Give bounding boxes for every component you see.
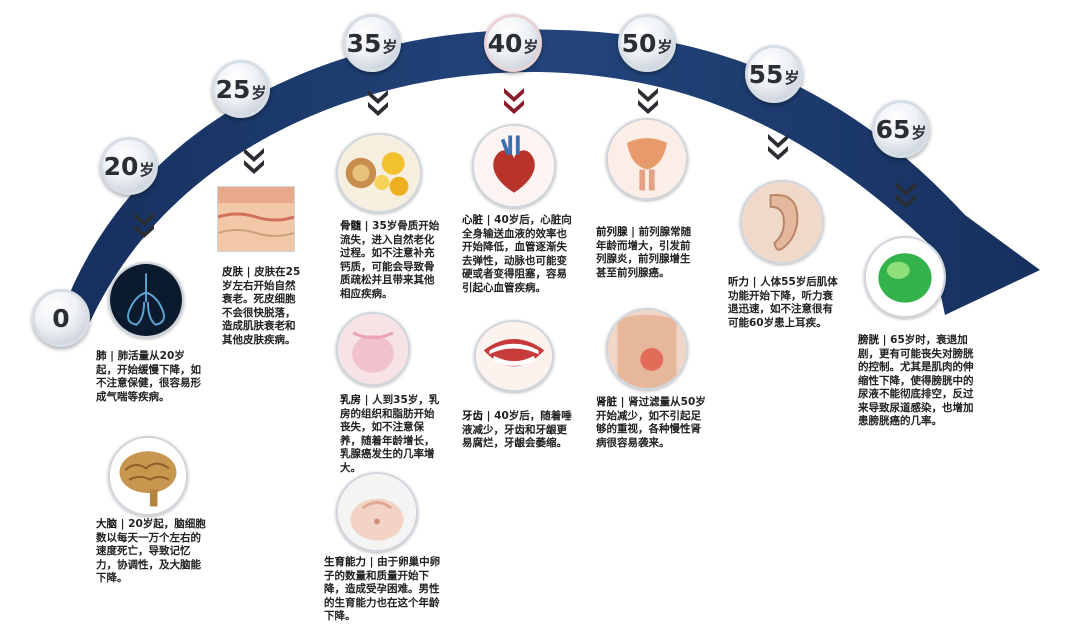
skin-description: 皮肤 | 皮肤在25岁左右开始自然衰老。死皮细胞不会很快脱落，造成肌肤衰老和其他… [222,266,301,346]
organ-name: 前列腺 [596,226,628,238]
organ-name: 大脑 [96,518,117,530]
kidney-description: 肾脏 | 肾过滤量从50岁开始减少，如不引起足够的重视，各种慢性肾病很容易袭来。 [596,396,706,449]
prostate-image [606,118,688,200]
organ-text: 20岁起，脑细胞数以每天一万个左右的速度死亡，导致记忆力，协调性，及大脑能下降。 [96,518,206,584]
age-unit: 岁 [251,83,267,102]
organ-text: 40岁后，随着唾液减少，牙齿和牙龈更易腐烂，牙龈会萎缩。 [462,410,572,449]
organ-name: 乳房 [340,394,361,406]
age-unit: 岁 [657,37,673,56]
organ-text: 皮肤在25岁左右开始自然衰老。死皮细胞不会很快脱落，造成肌肤衰老和其他皮肤疾病。 [222,266,301,346]
chevron-down-icon [504,88,524,114]
arc-band [60,29,1040,322]
age-number: 55 [748,59,784,89]
organ-text: 由于卵巢中卵子的数量和质量开始下降，造成受孕困难。男性的生育能力也在这个年龄下降… [324,556,441,622]
age-unit: 岁 [784,68,800,87]
age-number: 25 [215,74,251,104]
chevron-down-icon [244,148,264,174]
organ-name: 牙齿 [462,410,483,422]
brain-image [108,436,188,516]
lung-description: 肺 | 肺活量从20岁起，开始缓慢下降，如不注意保健，很容易形成气喘等疾病。 [96,350,201,403]
organ-text: 40岁后，心脏向全身输送血液的效率也开始降低，血管逐渐失去弹性，动脉也可能变硬或… [462,214,572,294]
organ-name: 皮肤 [222,266,243,278]
organ-text: 前列腺常随年龄而增大，引发前列腺炎，前列腺增生甚至前列腺癌。 [596,226,692,279]
bone-marrow-description: 骨髓 | 35岁骨质开始流失，进入自然老化过程。如不注意补充钙质，可能会导致骨质… [340,220,440,300]
fertility-description: 生育能力 | 由于卵巢中卵子的数量和质量开始下降，造成受孕困难。男性的生育能力也… [324,556,441,622]
chevron-down-icon [134,212,154,238]
organ-text: 人体55岁后肌体功能开始下降，听力衰退迅速，如不注意很有可能60岁患上耳疾。 [728,276,838,329]
fertility-image [336,472,418,552]
age-number: 40 [487,28,523,58]
teeth-description: 牙齿 | 40岁后，随着唾液减少，牙齿和牙龈更易腐烂，牙龈会萎缩。 [462,410,572,449]
age-number: 0 [52,303,70,333]
age-badge-0: 0 [32,289,90,347]
organ-name: 肺 [96,350,107,362]
bladder-image [864,236,946,318]
bone-marrow-image [336,133,422,213]
age-unit: 岁 [911,123,927,142]
breast-description: 乳房 | 人到35岁，乳房的组织和脂肪开始丧失，如不注意保养，随着年龄增长，乳腺… [340,394,440,474]
hearing-description: 听力 | 人体55岁后肌体功能开始下降，听力衰退迅速，如不注意很有可能60岁患上… [728,276,838,329]
organ-name: 心脏 [462,214,483,226]
brain-description: 大脑 | 20岁起，脑细胞数以每天一万个左右的速度死亡，导致记忆力，协调性，及大… [96,518,206,584]
organ-text: 35岁骨质开始流失，进入自然老化过程。如不注意补充钙质，可能会导致骨质疏松并且带… [340,220,440,300]
organ-text: 肾过滤量从50岁开始减少，如不引起足够的重视，各种慢性肾病很容易袭来。 [596,396,706,449]
teeth-image [474,320,554,392]
prostate-description: 前列腺 | 前列腺常随年龄而增大，引发前列腺炎，前列腺增生甚至前列腺癌。 [596,226,692,279]
organ-name: 生育能力 [324,556,366,568]
age-number: 65 [875,114,911,144]
organ-text: 65岁时，衰退加剧，更有可能丧失对膀胱的控制。尤其是肌肉的伸缩性下降，使得膀胱中… [858,334,974,427]
age-unit: 岁 [523,37,539,56]
organ-name: 听力 [728,276,749,288]
age-number: 20 [103,151,139,181]
chevron-down-icon [368,90,388,116]
bladder-description: 膀胱 | 65岁时，衰退加剧，更有可能丧失对膀胱的控制。尤其是肌肉的伸缩性下降，… [858,334,974,427]
chevron-down-icon [896,182,916,208]
kidney-back-image [606,308,688,390]
organ-text: 人到35岁，乳房的组织和脂肪开始丧失，如不注意保养，随着年龄增长，乳腺癌发生的几… [340,394,440,474]
age-number: 35 [346,28,382,58]
organ-name: 肾脏 [596,396,617,408]
heart-image [472,124,556,208]
age-unit: 岁 [382,37,398,56]
age-number: 50 [621,28,657,58]
heart-description: 心脏 | 40岁后，心脏向全身输送血液的效率也开始降低，血管逐渐失去弹性，动脉也… [462,214,572,294]
organ-name: 膀胱 [858,334,879,346]
skin-image [217,186,295,252]
lung-image [108,262,184,338]
age-unit: 岁 [139,160,155,179]
ear-image [740,180,824,264]
organ-name: 骨髓 [340,220,361,232]
organ-text: 肺活量从20岁起，开始缓慢下降，如不注意保健，很容易形成气喘等疾病。 [96,350,201,403]
chevron-down-icon [768,134,788,160]
chevron-down-icon [638,88,658,114]
breast-image [336,312,410,386]
